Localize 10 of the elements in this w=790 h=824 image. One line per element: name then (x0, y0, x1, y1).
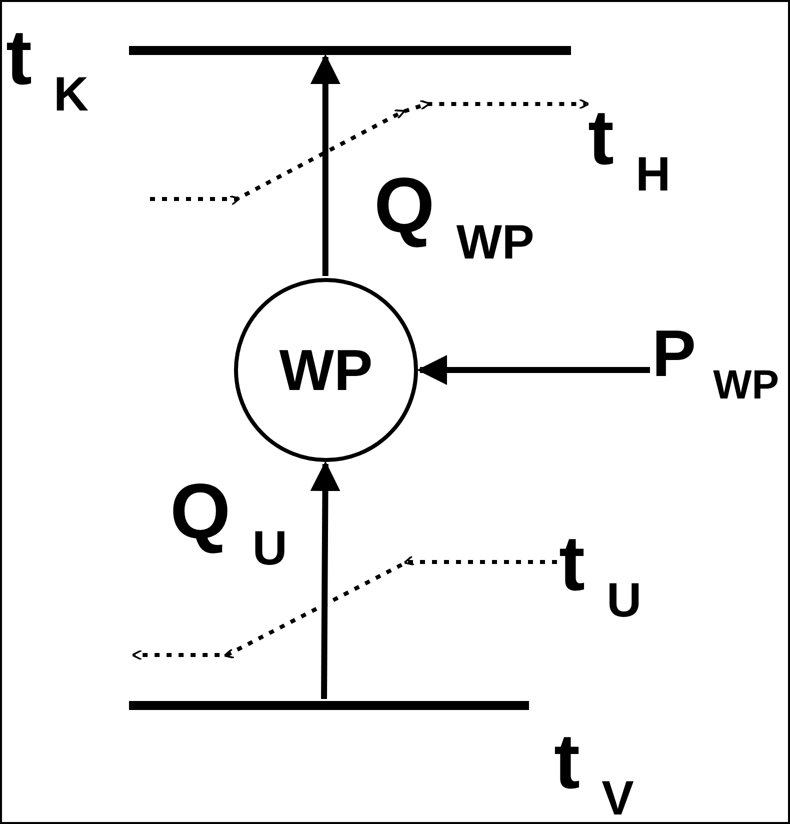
dotted-arrow (148, 100, 588, 205)
temperature-label: t $_{H}$ (588, 98, 671, 199)
arrow (310, 461, 340, 700)
arrow (417, 355, 650, 385)
temperature-label: t $_{U}$ (559, 524, 642, 625)
power-label: P $_{WP}$ (652, 320, 780, 406)
arrow (310, 54, 340, 276)
temperature-label: t $_{K}$ (6, 18, 89, 119)
temperature-label: t $_{V}$ (554, 722, 634, 822)
heat-pump-label: WP (279, 336, 373, 404)
